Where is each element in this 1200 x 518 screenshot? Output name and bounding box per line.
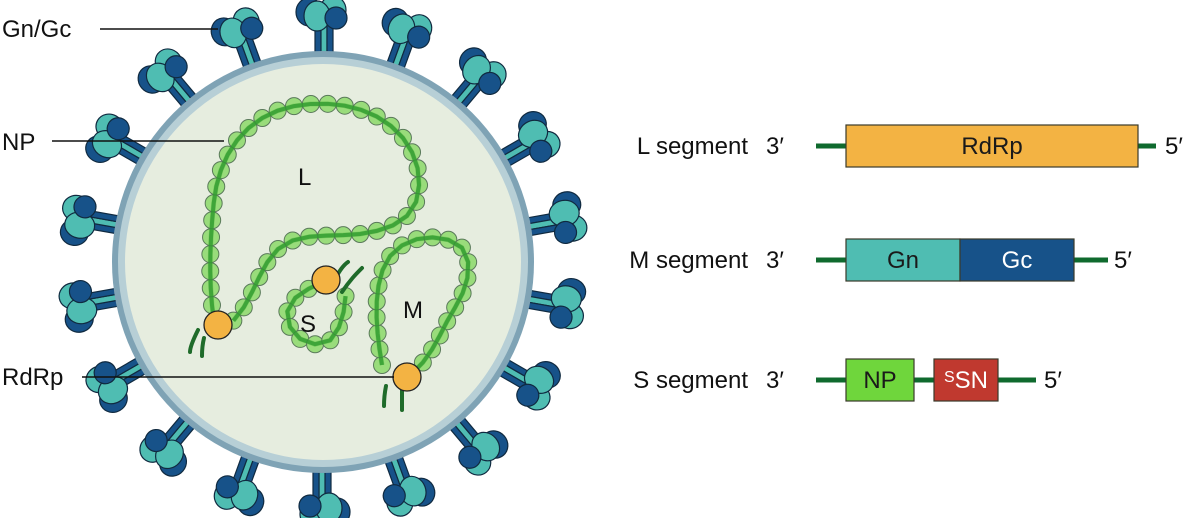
gene-label: Gn (887, 247, 919, 274)
callout-gn-gc: Gn/Gc (2, 16, 218, 43)
gene-box-RdRp (845, 124, 1139, 168)
gn-gc-spike (139, 410, 199, 477)
virion-illustration: L S M (58, 0, 588, 518)
segment-name: M segment (629, 247, 748, 274)
gene-label: NP (863, 367, 896, 394)
gene-label: Gc (1002, 247, 1033, 274)
callout-np: NP (2, 129, 224, 156)
rnp-S (278, 273, 355, 354)
genome-segment-s: S segment 3′ NP SSN 5′ (633, 358, 1062, 402)
gn-gc-spike (85, 113, 153, 168)
gene-box-NP (845, 358, 915, 402)
rna-tail (188, 328, 200, 354)
rdrp-protein (311, 265, 341, 295)
gn-gc-spike (58, 279, 125, 333)
gn-gc-spike (295, 0, 348, 59)
rna-tail (200, 336, 206, 358)
gn-gc-spike (494, 111, 561, 170)
gn-gc-spike (382, 450, 436, 517)
segment-letter-L: L (298, 164, 311, 191)
gn-gc-spike (213, 449, 265, 517)
three-prime-end: 3′ (766, 247, 784, 274)
label-rdrp: RdRp (2, 364, 63, 391)
segment-letter-M: M (403, 297, 423, 324)
rdrp-protein (203, 310, 233, 340)
gn-gc-spike (447, 47, 507, 114)
gene-box-SSN (933, 358, 999, 402)
callout-rdrp: RdRp (2, 364, 394, 391)
label-gn-gc: Gn/Gc (2, 16, 71, 43)
segment-name: L segment (637, 133, 749, 160)
gene-label: SSN (944, 367, 988, 394)
gn-gc-spike (381, 7, 433, 75)
ribonucleoproteins (188, 94, 478, 412)
gn-gc-spike (521, 191, 588, 245)
five-prime-end: 5′ (1165, 133, 1183, 160)
gn-gc-spike (59, 194, 125, 247)
gene-box-Gn (845, 238, 961, 282)
three-prime-end: 3′ (766, 367, 784, 394)
rna-tail (340, 266, 364, 294)
genome-segment-l: L segment 3′ RdRp 5′ (637, 124, 1183, 168)
five-prime-end: 5′ (1044, 367, 1062, 394)
gn-gc-spike (137, 48, 201, 112)
glycoprotein-spikes (58, 0, 588, 518)
label-np: NP (2, 129, 35, 156)
gene-box-Gc (959, 238, 1075, 282)
five-prime-end: 5′ (1114, 247, 1132, 274)
three-prime-end: 3′ (766, 133, 784, 160)
rnp-L (201, 94, 429, 331)
rdrp-protein (392, 362, 422, 392)
segment-name: S segment (633, 367, 748, 394)
gn-gc-spike (521, 277, 587, 330)
gn-gc-spike (298, 465, 351, 518)
segment-letter-S: S (300, 311, 316, 338)
rna-tail (382, 384, 388, 408)
genome-segment-m: M segment 3′ Gn Gc 5′ (629, 238, 1132, 282)
gn-gc-spike (210, 7, 264, 74)
gene-label: RdRp (961, 133, 1022, 160)
